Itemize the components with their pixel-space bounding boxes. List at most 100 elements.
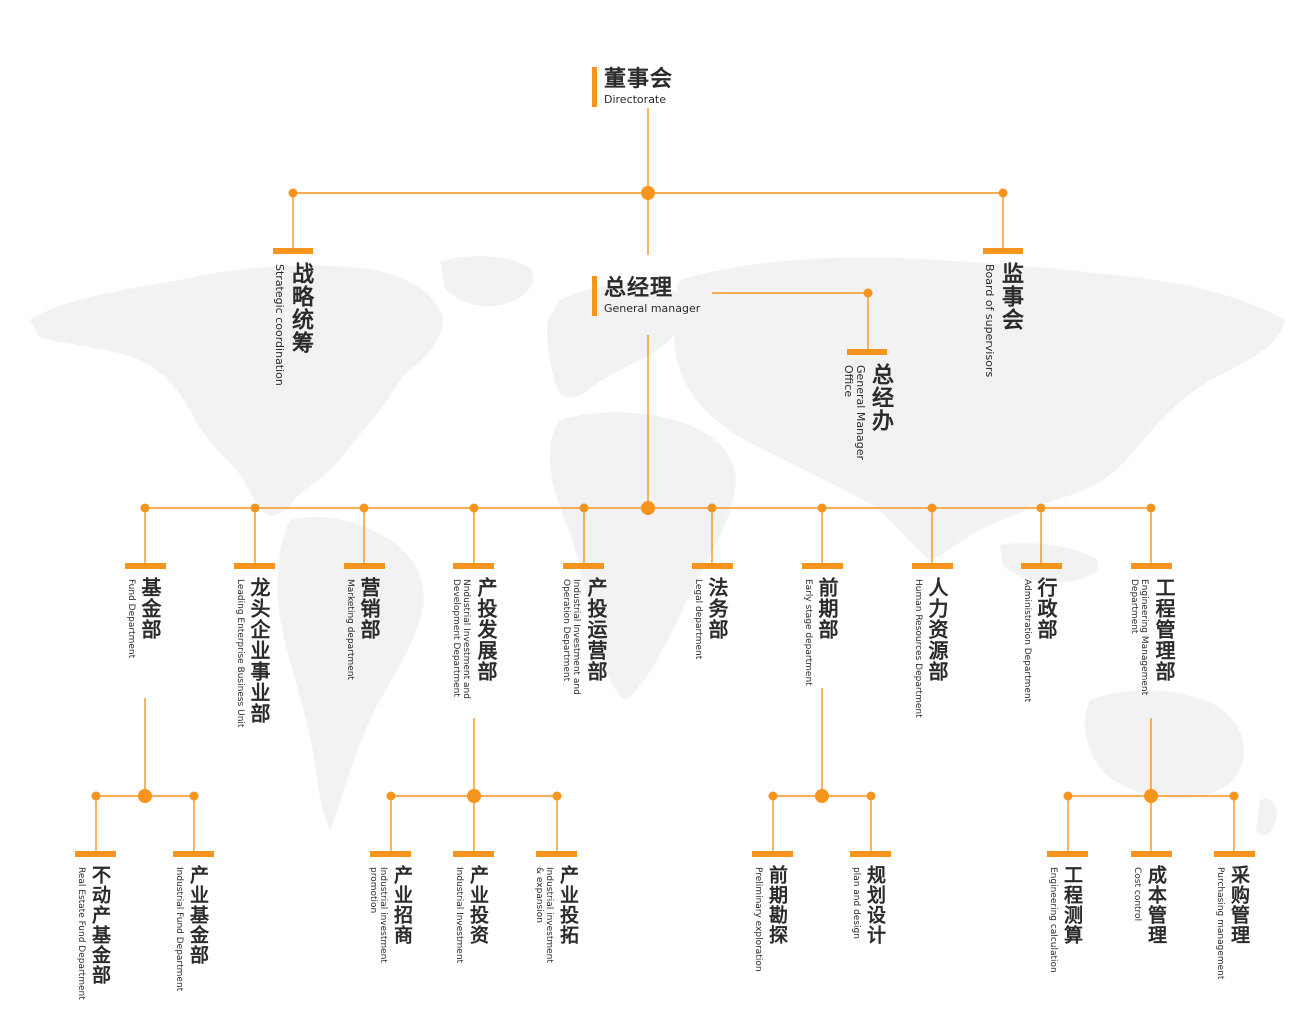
board-of-supervisors-title: 监事会 — [998, 262, 1023, 331]
subunit-subtitle: Industrial Fund Department — [174, 867, 184, 992]
subunit-title: 产业招商 — [391, 865, 413, 945]
department-title: 产投发展部 — [474, 577, 498, 682]
junction-dot — [91, 791, 101, 801]
department-subtitle: Administration Department — [1022, 579, 1032, 703]
department-title: 前期部 — [815, 577, 839, 640]
general-manager-title: 总经理 — [604, 276, 674, 301]
directorate-node: 董事会 Directorate — [592, 67, 673, 107]
junction-dot — [817, 503, 827, 513]
subunit-subtitle: Industrial investment & expansion — [534, 867, 554, 963]
junction-dot-large — [815, 789, 829, 803]
junction-dot — [866, 791, 876, 801]
junction-dot — [768, 791, 778, 801]
department-title: 工程管理部 — [1152, 577, 1176, 682]
department-subtitle: Industrial Investment and Operation Depa… — [561, 579, 581, 695]
node-cap — [1214, 851, 1255, 857]
junction-dot — [1146, 503, 1156, 513]
junction-dot — [707, 503, 717, 513]
node-cap — [1131, 563, 1172, 569]
junction-dot — [1063, 791, 1073, 801]
node-cap — [802, 563, 843, 569]
junction-dot-large — [138, 789, 152, 803]
department-subtitle: Human Resources Department — [913, 579, 923, 718]
node-cap — [173, 851, 214, 857]
junction-dot — [1036, 503, 1046, 513]
junction-dot — [386, 791, 396, 801]
department-subtitle: Engineering Management Department — [1129, 579, 1149, 696]
subunit-subtitle: Real Estate Fund Department — [76, 867, 86, 1000]
strategic-coordination-subtitle: Strategic coordination — [273, 264, 286, 386]
directorate-title: 董事会 — [604, 67, 674, 92]
junction-dot — [359, 503, 369, 513]
node-cap — [344, 563, 385, 569]
subunit-subtitle: Industrial Investment — [454, 867, 464, 964]
junction-dot — [998, 188, 1008, 198]
board-of-supervisors-subtitle: Board of supervisors — [983, 264, 996, 378]
subunit-subtitle: Purchasing management — [1215, 867, 1225, 980]
node-cap — [75, 851, 116, 857]
node-cap — [912, 563, 953, 569]
subunit-subtitle: Cost control — [1132, 867, 1142, 922]
node-cap — [850, 851, 891, 857]
department-title: 法务部 — [705, 577, 729, 640]
node-cap — [983, 248, 1023, 254]
node-cap — [563, 563, 604, 569]
subunit-title: 成本管理 — [1145, 865, 1167, 945]
directorate-accent-bar — [592, 67, 597, 107]
node-cap — [847, 349, 887, 355]
node-cap — [1021, 563, 1062, 569]
gm-office-subtitle: General Manager Office — [842, 365, 867, 461]
junction-dot — [863, 288, 873, 298]
node-cap — [1131, 851, 1172, 857]
department-subtitle: Legal department — [693, 579, 703, 660]
general-manager-subtitle: General manager — [604, 302, 701, 315]
department-subtitle: Fund Department — [126, 579, 136, 659]
subunit-subtitle: plan and design — [851, 867, 861, 939]
connector-dots — [91, 186, 1239, 803]
department-title: 基金部 — [138, 577, 162, 640]
junction-dot-large — [641, 186, 655, 200]
junction-dot — [140, 503, 150, 513]
node-cap — [692, 563, 733, 569]
node-cap — [453, 563, 494, 569]
subunit-title: 规划设计 — [864, 865, 886, 945]
department-title: 龙头企业事业部 — [247, 577, 271, 724]
department-subtitle: Nndustrial Investment and Development De… — [451, 579, 471, 699]
subunit-title: 产业投拓 — [557, 865, 579, 945]
node-cap — [125, 563, 166, 569]
junction-dot — [469, 503, 479, 513]
subunit-title: 采购管理 — [1228, 865, 1250, 945]
node-cap — [536, 851, 577, 857]
junction-dot — [552, 791, 562, 801]
junction-dot — [250, 503, 260, 513]
department-title: 产投运营部 — [584, 577, 608, 682]
junction-dot — [579, 503, 589, 513]
subunit-subtitle: Industrial investment promotion — [368, 867, 388, 963]
subunit-title: 不动产基金部 — [89, 865, 111, 985]
junction-dot-large — [1144, 789, 1158, 803]
connector-lines — [95, 108, 1235, 851]
node-cap — [752, 851, 793, 857]
world-map-background — [30, 256, 1285, 836]
junction-dot — [288, 188, 298, 198]
subunit-title: 产业投资 — [467, 865, 489, 945]
department-subtitle: Early stage department — [803, 579, 813, 686]
department-subtitle: Marketing department — [345, 579, 355, 680]
node-cap — [234, 563, 275, 569]
node-cap — [370, 851, 411, 857]
junction-dot — [1229, 791, 1239, 801]
general-manager-node: 总经理 General manager — [592, 276, 700, 316]
department-subtitle: Leading Enterprise Business Unit — [235, 579, 245, 728]
node-cap — [1047, 851, 1088, 857]
subunit-title: 工程测算 — [1061, 865, 1083, 945]
junction-dot-large — [467, 789, 481, 803]
subunit-title: 前期勘探 — [766, 865, 788, 945]
subunit-title: 产业基金部 — [187, 865, 209, 965]
general-manager-accent-bar — [592, 276, 597, 316]
department-title: 人力资源部 — [925, 577, 949, 682]
directorate-subtitle: Directorate — [604, 93, 667, 106]
strategic-coordination-title: 战略统筹 — [288, 262, 313, 354]
gm-office-title: 总经办 — [868, 363, 893, 432]
junction-dot — [189, 791, 199, 801]
